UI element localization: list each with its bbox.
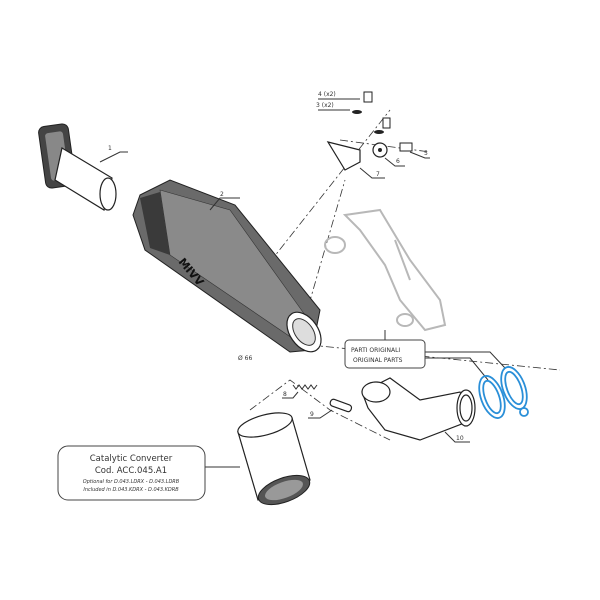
part-4-label: 4 (x2) [318, 91, 336, 98]
part-2-muffler[interactable]: MIVV 2 Ø 66 [132, 179, 328, 362]
catalytic-code: Cod. ACC.045.A1 [95, 466, 167, 476]
original-gaskets [478, 366, 529, 419]
catalytic-included: Included in D.043.KDRX - D.043.KDRB [83, 487, 179, 493]
catalytic-callout: Catalytic Converter Cod. ACC.045.A1 Opti… [57, 445, 240, 501]
original-parts-line1: PARTI ORIGINALI [351, 347, 400, 354]
catalytic-title: Catalytic Converter [90, 454, 173, 464]
bracket-hardware[interactable]: 4 (x2) 3 (x2) 5 6 7 [316, 91, 430, 179]
assembly-axes [239, 109, 561, 441]
original-parts-callout: PARTI ORIGINALI ORIGINAL PARTS [344, 330, 506, 381]
part-5-label: 5 [424, 150, 428, 157]
part-2-label: 2 [220, 191, 224, 198]
part-4-bolt[interactable] [363, 91, 373, 103]
part-1-label: 1 [108, 145, 112, 152]
diameter-label: Ø 66 [238, 355, 252, 362]
part-9-pin[interactable]: 9 [308, 398, 353, 419]
part-8-label: 8 [283, 391, 287, 398]
catalytic-optional: Optional for D.043.LDRX - D.043.LDRB [83, 479, 180, 485]
catalytic-converter-part[interactable] [235, 408, 313, 510]
part-10-link-pipe[interactable]: 10 [361, 377, 476, 443]
part-3-washer[interactable] [352, 110, 362, 114]
part-10-label: 10 [456, 435, 464, 442]
part-5-screw[interactable] [399, 142, 413, 152]
part-8-spring[interactable]: 8 [282, 384, 318, 399]
part-3-label: 3 (x2) [316, 102, 334, 109]
part-7-bracket[interactable] [326, 141, 361, 171]
part-6-label: 6 [396, 158, 400, 165]
part-9-label: 9 [310, 411, 314, 418]
part-1-inlet-tube[interactable]: 1 [38, 123, 128, 211]
original-parts-line2: ORIGINAL PARTS [353, 357, 403, 364]
part-7-label: 7 [376, 171, 380, 178]
original-footpeg-bracket [324, 208, 447, 332]
